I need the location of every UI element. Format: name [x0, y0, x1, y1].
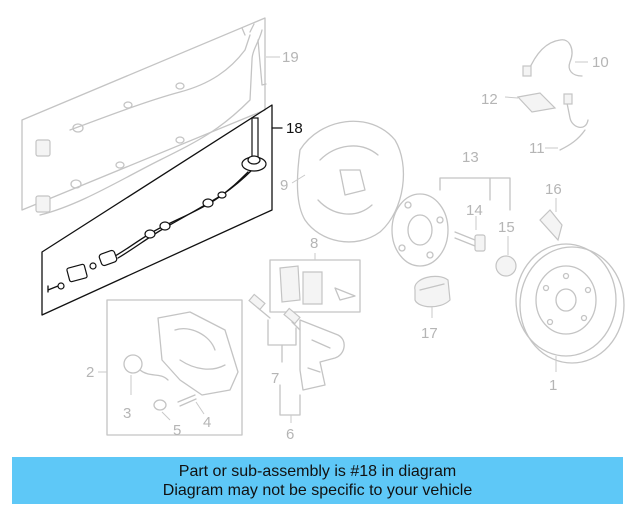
parts-diagram: 1 2 3 4 5 6 7 8 9 10 11 12 13 14 15 16 1…	[21, 17, 625, 443]
part-11-brake-line	[545, 93, 589, 151]
part-12-clip	[504, 92, 557, 113]
callout-1: 1	[549, 377, 557, 394]
part-7-guide-pins	[248, 293, 301, 363]
part-18-abs-sensor	[41, 104, 283, 316]
part-14-hub-bolt	[454, 216, 486, 252]
part-19-sensor-panel	[21, 17, 280, 216]
callout-11: 11	[529, 140, 545, 157]
part-9-backing-plate	[291, 120, 405, 243]
part-2-caliper	[98, 299, 243, 436]
callout-8: 8	[310, 235, 318, 252]
callout-7: 7	[271, 370, 279, 387]
callout-18: 18	[286, 120, 303, 137]
callout-16: 16	[545, 181, 562, 198]
callout-9: 9	[280, 177, 288, 194]
part-10-brake-hose	[522, 39, 588, 77]
callout-2: 2	[86, 364, 94, 381]
info-banner: Part or sub-assembly is #18 in diagram D…	[12, 457, 623, 504]
part-15-hub-cap	[495, 236, 517, 277]
part-13-wheel-hub	[391, 177, 511, 267]
part-6-caliper-carrier	[279, 319, 345, 423]
callout-13: 13	[462, 149, 479, 166]
callout-14: 14	[466, 202, 483, 219]
callout-12: 12	[481, 91, 498, 108]
callout-labels: 1 2 3 4 5 6 7 8 9 10 11 12 13 14 15 16 1…	[86, 49, 609, 443]
callout-5: 5	[173, 422, 181, 439]
callout-10: 10	[592, 54, 609, 71]
part-8-brake-pads	[269, 253, 361, 313]
part-1-brake-rotor	[515, 243, 625, 372]
callout-6: 6	[286, 426, 294, 443]
banner-line-part: Part or sub-assembly is #18 in diagram	[178, 462, 457, 480]
callout-3: 3	[123, 405, 131, 422]
callout-17: 17	[421, 325, 438, 342]
part-16-bolt	[539, 198, 563, 242]
part-17-dust-cover	[414, 275, 451, 318]
banner-line-disclaimer: Diagram may not be specific to your vehi…	[162, 481, 473, 499]
callout-19: 19	[282, 49, 299, 66]
callout-4: 4	[203, 414, 211, 431]
callout-15: 15	[498, 219, 515, 236]
